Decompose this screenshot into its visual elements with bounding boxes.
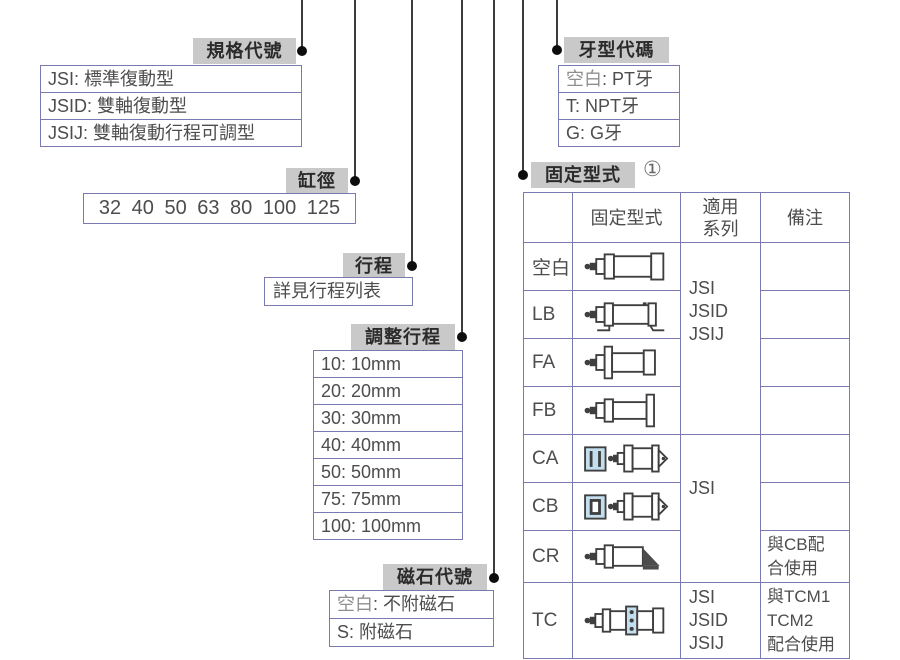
thread-option-text: : G牙 bbox=[580, 123, 623, 143]
mount-icon-cell bbox=[573, 583, 681, 658]
spec-code-label: 規格代號 bbox=[193, 38, 296, 64]
cyl-single-clevis-icon bbox=[581, 438, 673, 479]
mount-code-cell: FA bbox=[524, 339, 573, 387]
thread-option-code: G bbox=[566, 123, 581, 143]
spec-option-row: JSID: 雙軸復動型 bbox=[41, 92, 301, 119]
mount-remark-cell: 與CB配 合使用 bbox=[761, 531, 849, 583]
magnet-option-text: : 不附磁石 bbox=[373, 594, 456, 614]
magnet-option-row: 空白: 不附磁石 bbox=[330, 591, 493, 618]
mount-code-cell: LB bbox=[524, 291, 573, 339]
mount-remark-cell: 與TCM1 TCM2 配合使用 bbox=[767, 586, 835, 654]
mount-series-cell: JSI JSID JSIJ bbox=[681, 243, 761, 435]
code-line-stroke bbox=[411, 0, 413, 262]
magnet-option-code: S bbox=[337, 622, 350, 642]
adjust-stroke-label: 調整行程 bbox=[351, 324, 455, 350]
table-header-mount-type: 固定型式 bbox=[573, 193, 681, 243]
bore-box: 32 40 50 63 80 100 125 bbox=[83, 193, 356, 224]
table-header-blank bbox=[524, 193, 573, 243]
mount-icon-cell bbox=[573, 339, 681, 387]
thread-option-row: T: NPT牙 bbox=[559, 92, 679, 119]
thread-option-text: : PT牙 bbox=[602, 69, 654, 89]
code-line-spec bbox=[301, 0, 303, 47]
mount-icon-cell bbox=[573, 291, 681, 339]
mount-code-cell: 空白 bbox=[524, 243, 573, 291]
cyl-front-flange-icon bbox=[581, 342, 673, 383]
adjust-stroke-row: 50: 50mm bbox=[314, 458, 462, 485]
mount-code-cell: TC bbox=[524, 583, 573, 658]
stroke-box: 詳見行程列表 bbox=[264, 277, 413, 306]
mount-type-label: 固定型式 bbox=[531, 162, 635, 188]
thread-option-row: 空白: PT牙 bbox=[559, 66, 679, 92]
code-dot-spec bbox=[297, 46, 307, 56]
stroke-label: 行程 bbox=[343, 253, 405, 279]
mount-icon-cell bbox=[573, 483, 681, 531]
code-line-mount bbox=[522, 0, 524, 171]
cyl-foot-mount-icon bbox=[581, 294, 673, 335]
circled-1-footnote: ① bbox=[643, 158, 662, 181]
adjust-stroke-row: 75: 75mm bbox=[314, 485, 462, 512]
mount-remark-cell bbox=[761, 339, 849, 387]
code-dot-mount bbox=[518, 170, 528, 180]
thread-code-label: 牙型代碼 bbox=[564, 37, 669, 63]
adjust-stroke-row: 20: 20mm bbox=[314, 377, 462, 404]
code-dot-adjust bbox=[457, 332, 467, 342]
code-line-thread bbox=[556, 0, 558, 46]
cyl-rear-flange-icon bbox=[581, 390, 673, 431]
magnet-code-label: 磁石代號 bbox=[383, 564, 487, 590]
cyl-double-clevis-icon bbox=[581, 486, 673, 527]
mount-code-cell: CB bbox=[524, 483, 573, 531]
table-header-series: 適用 系列 bbox=[681, 193, 761, 243]
spec-option-row: JSI: 標準復動型 bbox=[48, 69, 175, 89]
mount-remark-cell bbox=[761, 435, 849, 483]
spec-option-row: JSIJ: 雙軸復動行程可調型 bbox=[41, 119, 301, 146]
mount-remark-cell bbox=[761, 387, 849, 435]
thread-option-code: T bbox=[566, 96, 575, 116]
code-dot-stroke bbox=[407, 261, 417, 271]
code-line-bore bbox=[354, 0, 356, 177]
thread-option-row: G: G牙 bbox=[559, 119, 679, 146]
code-line-adjust bbox=[461, 0, 463, 333]
code-dot-thread bbox=[552, 45, 562, 55]
mount-series-cell: JSI bbox=[681, 435, 761, 583]
mount-remark-cell bbox=[761, 291, 849, 339]
mount-code-cell: CR bbox=[524, 531, 573, 583]
mount-code-cell: FB bbox=[524, 387, 573, 435]
magnet-option-code: 空白 bbox=[337, 594, 373, 614]
thread-option-text: : NPT牙 bbox=[575, 96, 640, 116]
code-dot-bore bbox=[350, 176, 360, 186]
mount-icon-cell bbox=[573, 435, 681, 483]
code-line-magnet bbox=[493, 0, 495, 574]
mount-remark-cell bbox=[761, 483, 849, 531]
mount-icon-cell bbox=[573, 531, 681, 583]
thread-option-code: 空白 bbox=[566, 69, 602, 89]
mount-icon-cell bbox=[573, 243, 681, 291]
adjust-stroke-row: 10: 10mm bbox=[321, 354, 402, 374]
bore-label: 缸徑 bbox=[286, 168, 348, 194]
adjust-stroke-row: 40: 40mm bbox=[314, 431, 462, 458]
mount-icon-cell bbox=[573, 387, 681, 435]
magnet-option-row: S: 附磁石 bbox=[330, 618, 493, 646]
mount-remark-cell bbox=[761, 243, 849, 291]
adjust-stroke-row: 30: 30mm bbox=[314, 404, 462, 431]
cyl-basic-icon bbox=[581, 246, 673, 287]
mount-code-cell: CA bbox=[524, 435, 573, 483]
magnet-option-text: : 附磁石 bbox=[349, 622, 414, 642]
cyl-trunnion-icon bbox=[581, 600, 673, 641]
cyl-rear-hinge-icon bbox=[581, 536, 673, 577]
adjust-stroke-row: 100: 100mm bbox=[314, 512, 462, 539]
table-header-remark: 備注 bbox=[761, 193, 849, 243]
mount-series-cell: JSI JSID JSIJ bbox=[681, 583, 761, 658]
code-dot-magnet bbox=[489, 573, 499, 583]
